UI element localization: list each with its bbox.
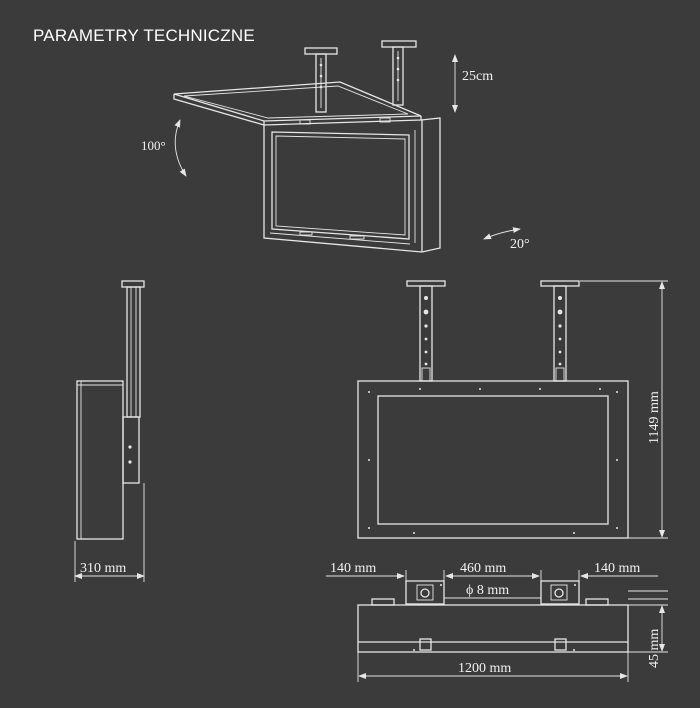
side-housing	[76, 380, 124, 540]
perspective-view: 25cm 100° 20°	[141, 40, 530, 253]
bottom-housing	[357, 604, 629, 653]
front-screen	[377, 395, 609, 525]
bottom-mount-right	[540, 580, 580, 605]
bottom-view: 140 mm 460 mm 140 mm ϕ 8 mm 45 mm 1200 m…	[326, 561, 668, 682]
total-width-label: 1200 mm	[458, 661, 511, 676]
offset-right-label: 140 mm	[594, 561, 640, 576]
ceiling-plate-left	[304, 47, 338, 55]
front-view: 1149 mm	[357, 280, 668, 539]
hole-diameter-label: ϕ 8 mm	[466, 583, 509, 598]
height-adjust-label: 25cm	[462, 69, 493, 84]
tilt-angle-label: 100°	[141, 138, 166, 153]
bottom-mount-left	[405, 580, 445, 605]
side-bracket	[122, 416, 140, 484]
mount-spacing-label: 460 mm	[460, 561, 506, 576]
front-ceiling-plate-right	[540, 280, 580, 287]
screen	[271, 131, 410, 240]
front-housing	[357, 380, 629, 539]
bottom-height-label: 45 mm	[647, 629, 662, 668]
front-pole-right	[553, 285, 567, 382]
tilt-arrow	[174, 119, 187, 177]
display-housing	[263, 117, 441, 253]
page-title: PARAMETRY TECHNICZNE	[33, 26, 255, 45]
swivel-angle-label: 20°	[510, 237, 530, 252]
side-pole	[126, 286, 141, 418]
mounting-frame	[173, 81, 422, 122]
bolt-hole-right	[554, 588, 564, 598]
side-ceiling-plate	[121, 280, 145, 288]
pole-right	[392, 46, 404, 106]
side-view: 310 mm	[74, 280, 145, 582]
swivel-arrow	[483, 227, 521, 240]
total-height-label: 1149 mm	[647, 391, 662, 444]
depth-label: 310 mm	[80, 561, 126, 576]
bolt-hole-left	[420, 588, 430, 598]
offset-left-label: 140 mm	[330, 561, 376, 576]
front-ceiling-plate-left	[406, 280, 446, 287]
ceiling-plate-right	[381, 40, 417, 48]
front-pole-left	[419, 285, 433, 382]
